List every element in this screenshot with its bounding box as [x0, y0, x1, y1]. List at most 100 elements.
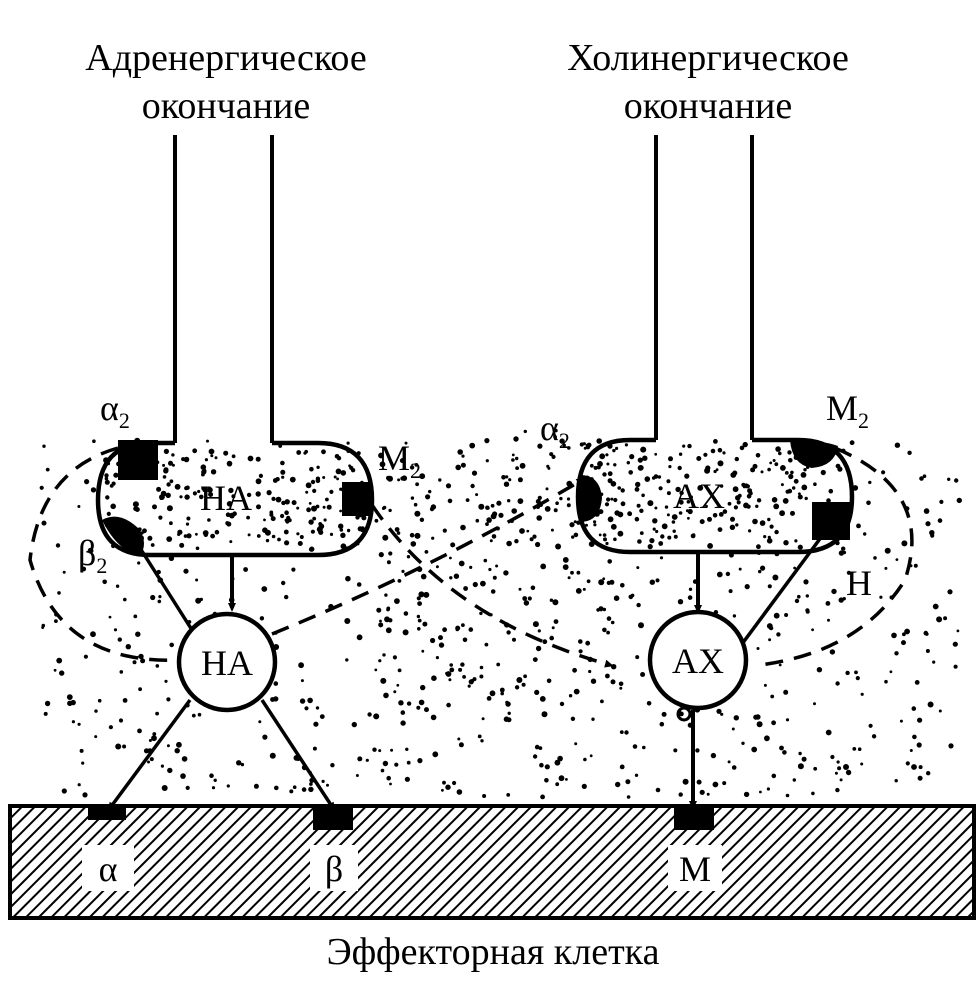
speckle-dot: [569, 522, 575, 528]
speckle-dot: [496, 500, 502, 506]
speckle-dot: [386, 475, 391, 481]
speckle-dot: [274, 785, 279, 791]
speckle-dot: [486, 696, 492, 701]
speckle-dot: [923, 630, 929, 636]
speckle-dot: [105, 495, 110, 500]
speckle-dot: [613, 463, 617, 467]
speckle-dot: [304, 449, 309, 454]
speckle-dot: [772, 459, 776, 462]
speckle-dot: [532, 621, 539, 628]
speckle-dot: [696, 779, 702, 785]
speckle-dot: [597, 461, 603, 467]
speckle-dot: [574, 742, 578, 746]
speckle-dot: [617, 486, 621, 490]
speckle-dot: [613, 537, 617, 542]
speckle-dot: [281, 500, 286, 506]
speckle-dot: [206, 439, 209, 443]
speckle-dot: [315, 504, 320, 509]
speckle-dot: [334, 454, 340, 459]
speckle-dot: [150, 594, 156, 601]
speckle-dot: [793, 566, 796, 570]
speckle-dot: [835, 787, 840, 793]
speckle-dot: [634, 487, 640, 492]
speckle-dot: [947, 589, 953, 595]
speckle-dot: [374, 668, 378, 672]
speckle-dot: [545, 487, 549, 491]
speckle-dot: [296, 532, 300, 536]
cholinergic-m2-label: М2: [826, 388, 869, 433]
speckle-dot: [322, 505, 326, 509]
speckle-dot: [151, 735, 157, 742]
speckle-dot: [394, 598, 400, 604]
speckle-dot: [269, 510, 274, 515]
speckle-dot: [902, 632, 906, 637]
speckle-dot: [938, 709, 942, 713]
adrenergic-m2-label: М2: [378, 438, 421, 483]
speckle-dot: [549, 598, 554, 602]
speckle-dot: [767, 584, 772, 589]
speckle-dot: [262, 734, 268, 740]
speckle-dot: [771, 497, 778, 503]
speckle-dot: [828, 488, 834, 494]
speckle-dot: [598, 606, 604, 612]
speckle-dot: [113, 472, 119, 478]
speckle-dot: [169, 642, 174, 648]
speckle-dot: [448, 678, 452, 682]
speckle-dot: [792, 778, 796, 782]
speckle-dot: [716, 571, 723, 578]
speckle-dot: [756, 721, 763, 728]
speckle-dot: [678, 511, 683, 515]
speckle-dot: [769, 524, 774, 529]
speckle-dot: [652, 518, 658, 524]
speckle-dot: [388, 508, 392, 513]
speckle-dot: [455, 625, 461, 631]
speckle-dot: [458, 742, 464, 748]
speckle-dot: [774, 529, 779, 535]
speckle-dot: [602, 472, 607, 477]
speckle-dot: [813, 482, 817, 487]
speckle-dot: [605, 541, 609, 546]
speckle-dot: [661, 523, 668, 530]
speckle-dot: [953, 664, 958, 669]
speckle-dot: [710, 448, 716, 454]
speckle-dot: [722, 509, 728, 514]
speckle-dot: [183, 568, 189, 574]
speckle-dot: [666, 479, 671, 484]
speckle-dot: [498, 512, 504, 518]
speckle-dot: [827, 618, 830, 622]
speckle-dot: [783, 540, 789, 546]
speckle-dot: [311, 505, 317, 512]
speckle-dot: [518, 587, 522, 591]
speckle-dot: [519, 528, 525, 534]
speckle-dot: [511, 453, 515, 457]
speckle-dot: [830, 754, 835, 760]
speckle-dot: [565, 778, 568, 781]
speckle-dot: [649, 579, 655, 585]
cholinergic-m2-dashed-loop: [759, 446, 914, 667]
speckle-dot: [598, 509, 604, 515]
speckle-dot: [736, 500, 741, 505]
speckle-dot: [329, 532, 334, 537]
speckle-dot: [204, 458, 208, 462]
speckle-dot: [578, 639, 583, 644]
speckle-dot: [453, 573, 460, 579]
speckle-dot: [522, 596, 528, 601]
speckle-dot: [785, 793, 790, 798]
speckle-dot: [932, 603, 939, 610]
speckle-dot: [713, 439, 718, 444]
speckle-dot: [197, 712, 202, 717]
speckle-dot: [132, 660, 137, 665]
speckle-dot: [137, 728, 142, 734]
effector-alpha-label-box: α: [82, 845, 134, 891]
speckle-dot: [624, 730, 629, 735]
speckle-dot: [475, 493, 479, 497]
speckle-dot: [378, 622, 384, 628]
speckle-dot: [628, 470, 633, 475]
speckle-dot: [400, 710, 406, 715]
speckle-dot: [166, 744, 170, 748]
speckle-dot: [445, 671, 449, 675]
speckle-dot: [304, 706, 309, 711]
speckle-dot: [326, 783, 329, 787]
speckle-dot: [275, 477, 280, 482]
speckle-dot: [590, 678, 597, 684]
